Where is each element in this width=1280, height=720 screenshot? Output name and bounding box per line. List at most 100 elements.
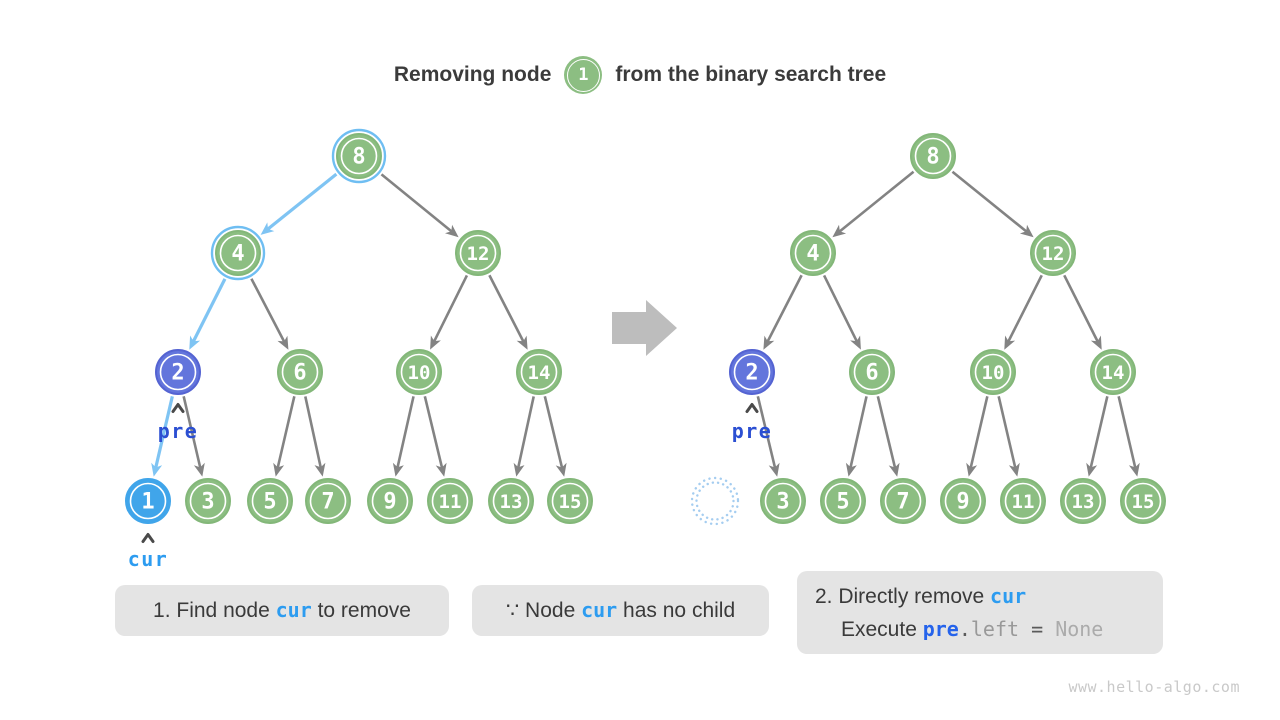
node-inner-ring <box>371 482 409 520</box>
node-value: 11 <box>1012 491 1035 513</box>
node-circle <box>970 349 1016 395</box>
arrowhead-icon <box>516 335 528 350</box>
node-circle <box>516 349 562 395</box>
node-circle <box>1060 478 1106 524</box>
node-circle <box>1030 230 1076 276</box>
arrowhead-icon <box>1004 335 1016 350</box>
tree-edge-6-5 <box>849 396 868 469</box>
tree-node-before-2: 2 <box>155 349 201 395</box>
code-token-.: . <box>958 616 971 641</box>
tree-node-before-5: 5 <box>247 478 293 524</box>
tree-node-after-10: 10 <box>970 349 1016 395</box>
node-circle <box>547 478 593 524</box>
arrowhead-icon <box>277 335 289 350</box>
tree-node-after-8: 8 <box>910 133 956 179</box>
tree-edge-2-3 <box>756 396 777 469</box>
title-node-circle: 1 <box>564 56 603 94</box>
caption-line: ∵ Node cur has no child <box>506 594 735 627</box>
tree-node-before-15: 15 <box>547 478 593 524</box>
tree-node-after-7: 7 <box>880 478 926 524</box>
node-circle <box>396 349 442 395</box>
tree-node-after-14: 14 <box>1090 349 1136 395</box>
node-value: 8 <box>352 145 365 170</box>
caption-text: ∵ Node <box>505 599 582 622</box>
node-value: 12 <box>1042 243 1065 265</box>
tree-edge-8-4 <box>266 172 338 231</box>
caption-text: Execute <box>841 617 923 641</box>
node-value: 7 <box>896 490 909 515</box>
node-circle <box>790 230 836 276</box>
arrowhead-icon <box>260 222 275 235</box>
node-inner-ring <box>944 482 982 520</box>
node-inner-ring <box>459 234 497 272</box>
node-circle <box>760 478 806 524</box>
title-suffix: from the binary search tree <box>615 63 887 86</box>
node-inner-ring <box>1034 234 1072 272</box>
arrowhead-icon <box>888 462 900 477</box>
code-token-=: = <box>1019 616 1056 641</box>
node-inner-ring <box>251 482 289 520</box>
pointer-caret-icon <box>745 403 759 413</box>
tree-node-before-1: 1 <box>125 478 171 524</box>
tree-node-before-3: 3 <box>185 478 231 524</box>
node-inner-ring <box>1094 353 1132 391</box>
node-circle <box>185 478 231 524</box>
tree-node-before-11: 11 <box>427 478 473 524</box>
tree-edge-12-10 <box>1007 274 1043 343</box>
tree-edge-4-2 <box>766 274 803 343</box>
highlight-ring <box>210 225 266 281</box>
node-circle <box>1120 478 1166 524</box>
node-circle <box>215 230 261 276</box>
transition-arrow-icon <box>612 300 677 356</box>
arrowhead-icon <box>1086 462 1098 477</box>
watermark: www.hello-algo.com <box>1068 678 1240 696</box>
node-inner-ring <box>431 482 469 520</box>
tree-edge-4-6 <box>822 274 859 343</box>
node-value: 14 <box>1102 362 1125 384</box>
node-value: 13 <box>500 491 523 513</box>
tree-edge-6-5 <box>276 396 296 469</box>
node-value: 14 <box>528 362 551 384</box>
node-circle <box>125 478 171 524</box>
node-value: 7 <box>321 490 334 515</box>
arrowhead-icon <box>966 462 978 477</box>
tree-edge-8-12 <box>380 173 453 233</box>
pointer-caret-icon <box>141 533 155 543</box>
tree-node-after-13: 13 <box>1060 478 1106 524</box>
code-token-left: left <box>970 616 1020 641</box>
tree-node-after-9: 9 <box>940 478 986 524</box>
arrowhead-icon <box>555 462 567 477</box>
arrowhead-icon <box>314 462 326 477</box>
node-circle <box>427 478 473 524</box>
arrowhead-icon <box>435 462 447 477</box>
tree-edge-10-9 <box>396 396 415 469</box>
arrowhead-icon <box>850 335 861 350</box>
tree-edge-4-2 <box>191 278 227 343</box>
node-inner-ring <box>492 482 530 520</box>
node-value: 10 <box>982 362 1005 384</box>
node-circle <box>849 349 895 395</box>
node-circle <box>155 349 201 395</box>
node-inner-ring <box>189 482 227 520</box>
caption-text: has no child <box>617 599 736 622</box>
node-inner-ring <box>159 353 197 391</box>
tree-node-before-7: 7 <box>305 478 351 524</box>
caption-line: 1. Find node cur to remove <box>153 594 411 627</box>
node-circle <box>488 478 534 524</box>
tree-edge-14-15 <box>1117 396 1137 469</box>
node-circle <box>277 349 323 395</box>
arrowhead-icon <box>1128 462 1140 477</box>
node-value: 9 <box>956 490 969 515</box>
tree-edge-14-13 <box>516 396 535 469</box>
arrowhead-icon <box>445 224 459 238</box>
arrowhead-icon <box>1090 335 1102 350</box>
highlight-ring <box>331 128 387 184</box>
arrowhead-icon <box>845 462 857 477</box>
node-value: 5 <box>263 490 276 515</box>
tree-node-before-9: 9 <box>367 478 413 524</box>
dotted-circle-inner <box>695 481 735 521</box>
node-inner-ring <box>219 234 257 272</box>
node-value: 1 <box>141 490 154 515</box>
